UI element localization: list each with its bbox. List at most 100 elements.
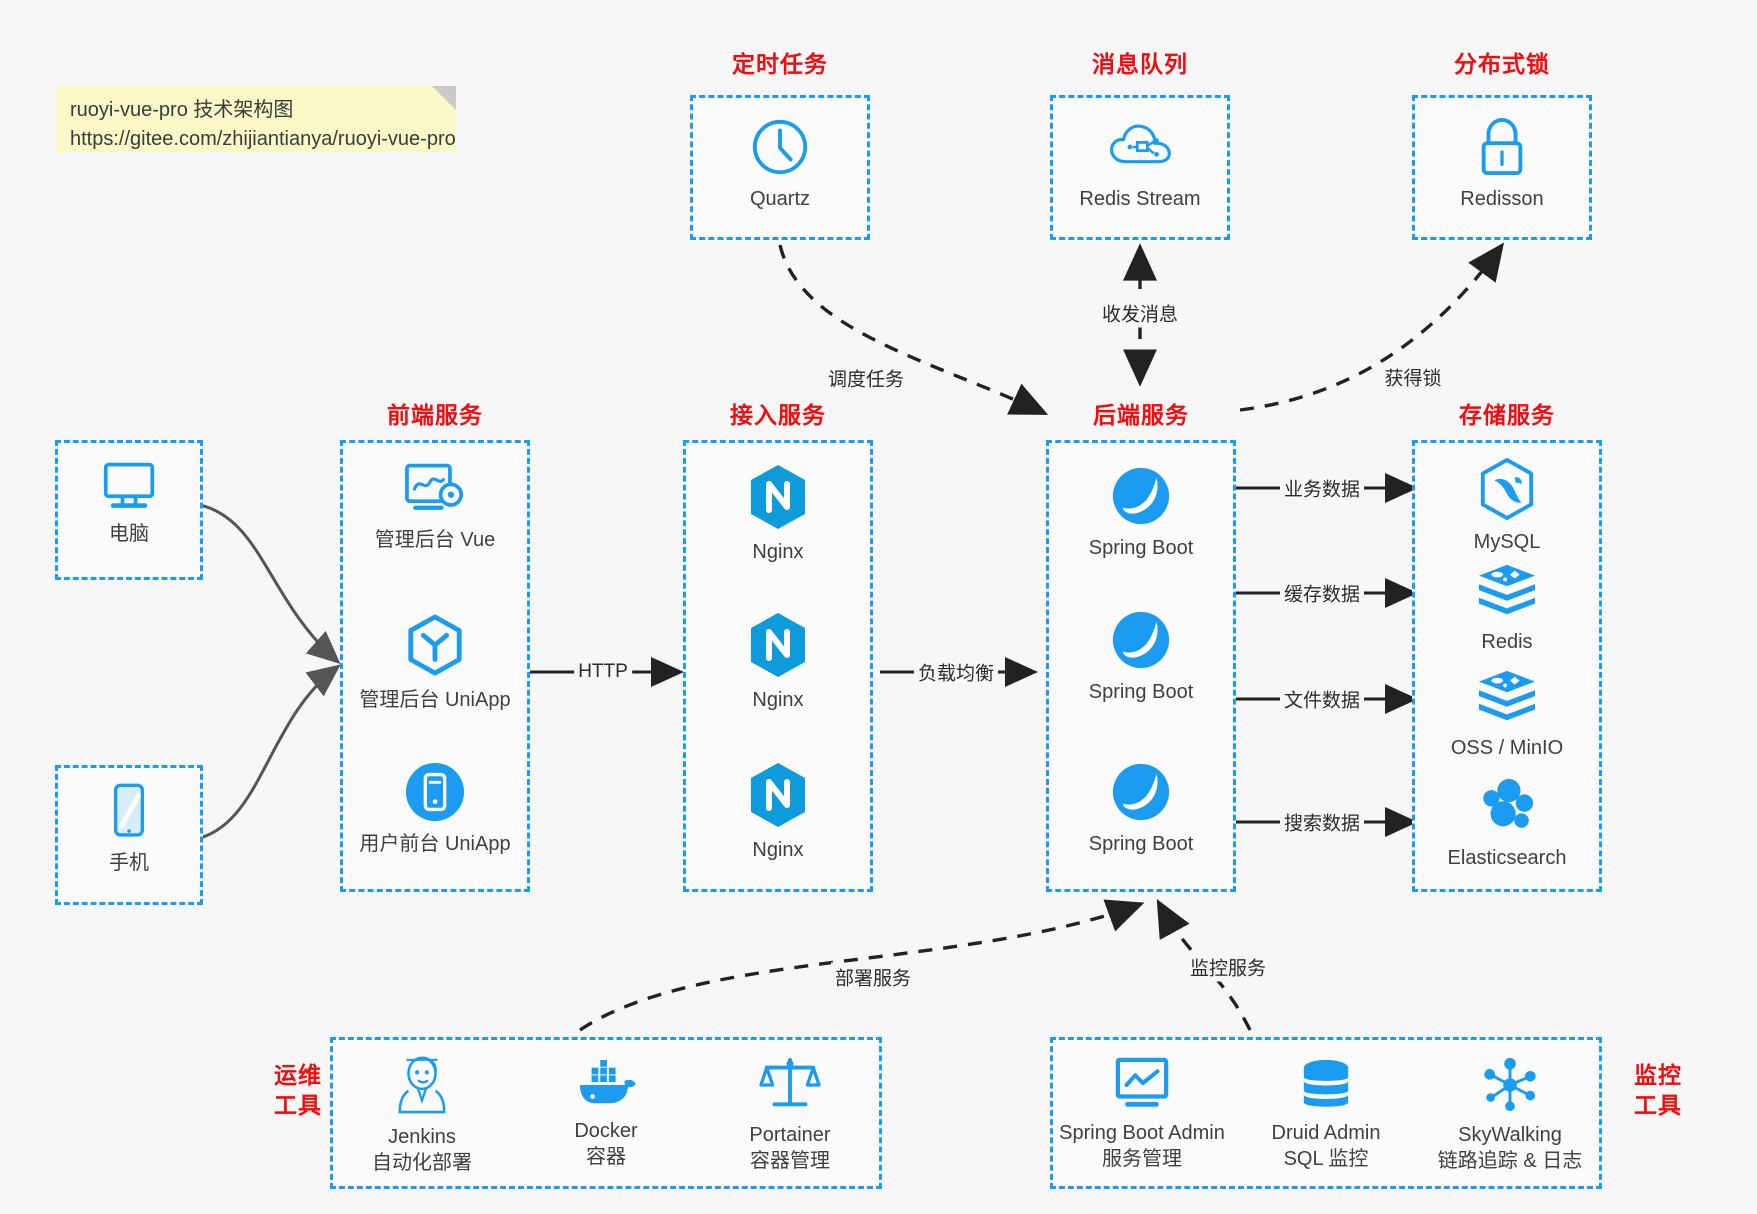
- monitor-chart-icon: [1112, 1056, 1172, 1112]
- group-title-frontend: 前端服务: [387, 402, 483, 428]
- node-label: Spring Boot: [1088, 681, 1194, 703]
- node-label: Portainer: [749, 1124, 831, 1146]
- node-admin-uniapp[interactable]: 管理后台 UniApp: [343, 613, 527, 713]
- node-label: Redisson: [1460, 188, 1544, 210]
- group-backend: Spring Boot Spring Boot Spring Boot: [1046, 440, 1236, 892]
- node-nginx-3[interactable]: Nginx: [686, 761, 870, 863]
- node-label: 电脑: [109, 523, 149, 545]
- nginx-icon: [747, 761, 809, 829]
- note-folded-corner: [432, 86, 456, 110]
- edge-label-business-data: 业务数据: [1279, 473, 1365, 503]
- note-url-line: https://gitee.com/zhijiantianya/ruoyi-vu…: [70, 128, 456, 150]
- lock-icon: [1473, 116, 1531, 178]
- spring-boot-icon: [1110, 761, 1172, 823]
- spring-boot-icon: [1110, 609, 1172, 671]
- monitoring-title-line1: 监控: [1634, 1062, 1682, 1088]
- group-title-message-queue: 消息队列: [1092, 51, 1188, 77]
- node-druid-admin[interactable]: Druid Admin SQL 监控: [1053, 1058, 1599, 1172]
- nginx-icon: [747, 611, 809, 679]
- group-title-distributed-lock: 分布式锁: [1454, 51, 1550, 77]
- skywalking-node-icon: [1480, 1056, 1540, 1114]
- node-mysql[interactable]: MySQL: [1415, 457, 1599, 555]
- node-label: Spring Boot: [1088, 537, 1194, 559]
- node-sublabel: 容器: [586, 1146, 626, 1168]
- edge-label-monitor-service: 监控服务: [1185, 952, 1271, 982]
- node-label: Nginx: [752, 839, 804, 861]
- group-monitoring: Spring Boot Admin 服务管理 Druid Admin SQL 监…: [1050, 1037, 1602, 1189]
- node-label: SkyWalking: [1458, 1124, 1562, 1146]
- node-label: Elasticsearch: [1447, 847, 1567, 869]
- node-sublabel: SQL 监控: [1283, 1148, 1369, 1170]
- node-label: Druid Admin: [1271, 1122, 1381, 1144]
- node-docker[interactable]: Docker 容器: [333, 1060, 879, 1170]
- node-spring-boot-admin[interactable]: Spring Boot Admin 服务管理: [869, 1056, 1415, 1172]
- node-spring-boot-1[interactable]: Spring Boot: [1049, 465, 1233, 561]
- group-storage: MySQL Redis: [1412, 440, 1602, 892]
- node-label: MySQL: [1473, 531, 1541, 553]
- mobile-phone-icon: [108, 782, 150, 842]
- group-title-backend: 后端服务: [1093, 402, 1189, 428]
- portainer-scales-icon: [759, 1054, 821, 1114]
- node-quartz[interactable]: Quartz: [693, 116, 867, 212]
- node-nginx-2[interactable]: Nginx: [686, 611, 870, 713]
- jenkins-butler-icon: [393, 1054, 451, 1116]
- node-oss-minio[interactable]: OSS / MinIO: [1415, 669, 1599, 761]
- node-spring-boot-3[interactable]: Spring Boot: [1049, 761, 1233, 857]
- group-scheduled-task: Quartz: [690, 95, 870, 240]
- node-redis[interactable]: Redis: [1415, 563, 1599, 655]
- group-title-devops: 运维 工具: [258, 1060, 338, 1120]
- node-label: Quartz: [749, 188, 811, 210]
- node-elasticsearch[interactable]: Elasticsearch: [1415, 777, 1599, 871]
- node-label: Redis: [1481, 631, 1533, 653]
- edge-label-cache-data: 缓存数据: [1279, 578, 1365, 608]
- desktop-monitor-icon: [100, 459, 158, 513]
- redis-stack-icon: [1476, 563, 1538, 621]
- node-label: Spring Boot: [1088, 833, 1194, 855]
- nginx-icon: [747, 463, 809, 531]
- group-distributed-lock: Redisson: [1412, 95, 1592, 240]
- node-mobile[interactable]: 手机: [58, 782, 200, 876]
- node-user-uniapp[interactable]: 用户前台 UniApp: [343, 761, 527, 857]
- node-label: 手机: [109, 852, 149, 874]
- node-sublabel: 服务管理: [1102, 1148, 1182, 1170]
- node-redis-stream[interactable]: Redis Stream: [1053, 116, 1227, 212]
- mysql-dolphin-icon: [1477, 457, 1537, 521]
- node-label: 管理后台 Vue: [374, 529, 496, 551]
- node-label: OSS / MinIO: [1450, 737, 1564, 759]
- node-sublabel: 链路追踪 & 日志: [1437, 1150, 1583, 1172]
- node-skywalking[interactable]: SkyWalking 链路追踪 & 日志: [1237, 1056, 1757, 1174]
- edge-label-send-receive-message: 收发消息: [1097, 298, 1183, 328]
- node-admin-vue[interactable]: 管理后台 Vue: [343, 461, 527, 553]
- title-sticky-note: ruoyi-vue-pro 技术架构图 https://gitee.com/zh…: [56, 86, 456, 152]
- node-portainer[interactable]: Portainer 容器管理: [517, 1054, 1063, 1174]
- group-title-storage: 存储服务: [1459, 402, 1555, 428]
- group-frontend: 管理后台 Vue 管理后台 UniApp 用户前台 UniApp: [340, 440, 530, 892]
- node-jenkins[interactable]: Jenkins 自动化部署: [149, 1054, 695, 1176]
- oss-stack-icon: [1476, 669, 1538, 727]
- devops-title-line2: 工具: [274, 1092, 322, 1118]
- monitoring-title-line2: 工具: [1634, 1092, 1682, 1118]
- elasticsearch-icon: [1476, 777, 1538, 837]
- cloud-stream-icon: [1107, 116, 1173, 178]
- mobile-circle-icon: [404, 761, 466, 823]
- node-desktop[interactable]: 电脑: [58, 459, 200, 547]
- group-title-monitoring: 监控 工具: [1613, 1060, 1703, 1120]
- dashboard-gear-icon: [402, 461, 468, 519]
- node-spring-boot-2[interactable]: Spring Boot: [1049, 609, 1233, 705]
- note-title-line: ruoyi-vue-pro 技术架构图: [70, 99, 294, 121]
- edge-label-http: HTTP: [574, 660, 632, 684]
- node-redisson[interactable]: Redisson: [1415, 116, 1589, 212]
- edge-label-file-data: 文件数据: [1279, 684, 1365, 714]
- edge-label-acquire-lock: 获得锁: [1380, 362, 1446, 392]
- uniapp-hexagon-icon: [404, 613, 466, 679]
- group-title-scheduled-task: 定时任务: [732, 51, 828, 77]
- node-label: Nginx: [752, 689, 804, 711]
- group-client-desktop: 电脑: [55, 440, 203, 580]
- group-devops: Jenkins 自动化部署 Docker 容器: [330, 1037, 882, 1189]
- node-nginx-1[interactable]: Nginx: [686, 463, 870, 565]
- group-message-queue: Redis Stream: [1050, 95, 1230, 240]
- node-label: Nginx: [752, 541, 804, 563]
- spring-boot-icon: [1110, 465, 1172, 527]
- database-cylinder-icon: [1298, 1058, 1354, 1112]
